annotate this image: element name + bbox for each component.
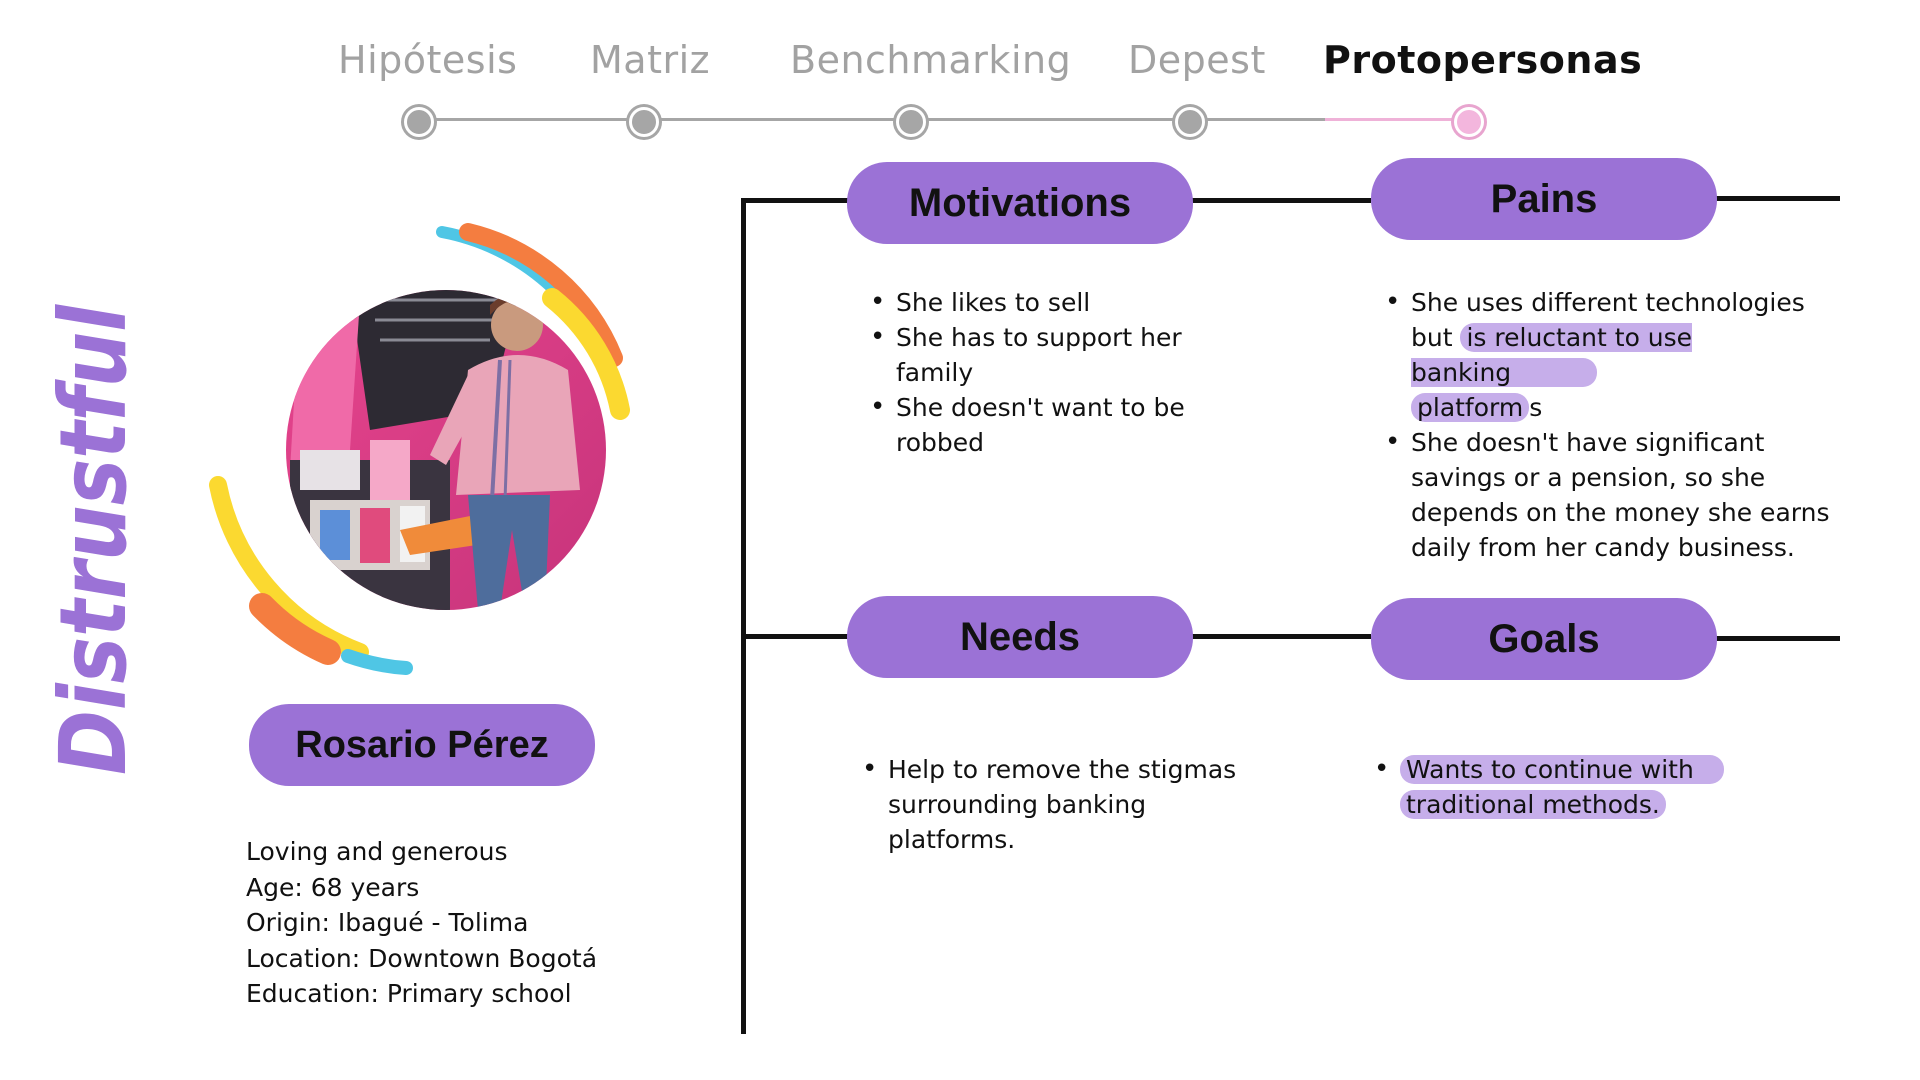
- step-label-benchmarking[interactable]: Benchmarking: [790, 38, 1072, 82]
- list-item: She likes to sell: [868, 285, 1208, 320]
- highlight: is reluctant to use banking: [1411, 323, 1693, 387]
- persona-detail-education: Education: Primary school: [246, 979, 572, 1008]
- list-item: She has to support her family: [868, 320, 1208, 390]
- connector-motivations: [741, 198, 849, 203]
- list-item: Wants to continue with traditional metho…: [1372, 752, 1752, 822]
- pains-item-text: She uses different technologies but: [1411, 288, 1805, 352]
- arc-orange-bottom: [249, 593, 341, 665]
- persona-detail-location: Location: Downtown Bogotá: [246, 943, 598, 973]
- connector-goals-right: [1716, 636, 1840, 641]
- arc-blue-bottom: [341, 649, 413, 675]
- persona-photo-frame: [209, 223, 630, 675]
- persona-name-pill: Rosario Pérez: [249, 704, 595, 786]
- goals-header: Goals: [1371, 598, 1717, 680]
- pains-header: Pains: [1371, 158, 1717, 240]
- persona-detail-trait: Loving and generous: [246, 837, 508, 866]
- step-label-protopersonas[interactable]: Protopersonas: [1323, 38, 1643, 82]
- needs-title: Needs: [959, 614, 1081, 659]
- persona-detail-age: Age: 68 years: [246, 872, 420, 902]
- pains-list: She uses different technologies but is r…: [1383, 285, 1853, 565]
- step-dot-hipotesis[interactable]: [404, 107, 434, 137]
- highlight: traditional methods.: [1400, 790, 1666, 819]
- step-dot-benchmarking[interactable]: [896, 107, 926, 137]
- needs-list: Help to remove the stigmas surrounding b…: [860, 752, 1240, 857]
- goals-title: Goals: [1488, 616, 1600, 661]
- step-dot-matriz[interactable]: [629, 107, 659, 137]
- connector-pains-right: [1716, 196, 1840, 201]
- connector-needs-goals: [1186, 634, 1371, 639]
- needs-header: Needs: [847, 596, 1193, 678]
- persona-name: Rosario Pérez: [295, 723, 549, 766]
- stepper-track-active: [1325, 118, 1465, 121]
- archetype-title-text: Distrustful: [40, 304, 147, 775]
- list-item: She doesn't have significant savings or …: [1383, 425, 1853, 565]
- step-dot-protopersonas[interactable]: [1454, 107, 1484, 137]
- motivations-header: Motivations: [847, 162, 1193, 244]
- goals-list: Wants to continue with traditional metho…: [1372, 752, 1752, 822]
- persona-photo: [286, 290, 606, 610]
- arc-yellow-bottom: [209, 476, 369, 661]
- highlight: platform: [1411, 393, 1530, 422]
- motivations-title: Motivations: [908, 180, 1132, 225]
- list-item: Help to remove the stigmas surrounding b…: [860, 752, 1240, 857]
- pains-item-tail: s: [1529, 393, 1543, 422]
- list-item: She uses different technologies but is r…: [1383, 285, 1853, 425]
- motivations-list: She likes to sell She has to support her…: [868, 285, 1208, 460]
- connector-motivations-pains: [1186, 198, 1371, 203]
- persona-details: Loving and generous Age: 68 years Origin…: [246, 834, 597, 1012]
- highlight: Wants to continue with: [1400, 755, 1724, 784]
- step-label-depest[interactable]: Depest: [1128, 38, 1266, 82]
- arc-orange-top: [459, 223, 623, 367]
- step-dot-depest[interactable]: [1175, 107, 1205, 137]
- arc-yellow-top: [542, 288, 630, 420]
- vertical-connector: [741, 198, 746, 1034]
- persona-detail-origin: Origin: Ibagué - Tolima: [246, 908, 529, 937]
- step-label-matriz[interactable]: Matriz: [590, 38, 711, 82]
- list-item: She doesn't want to be robbed: [868, 390, 1208, 460]
- connector-needs: [741, 634, 849, 639]
- archetype-title: Distrustful: [40, 304, 147, 775]
- step-label-hipotesis[interactable]: Hipótesis: [338, 38, 518, 82]
- pains-title: Pains: [1490, 176, 1598, 221]
